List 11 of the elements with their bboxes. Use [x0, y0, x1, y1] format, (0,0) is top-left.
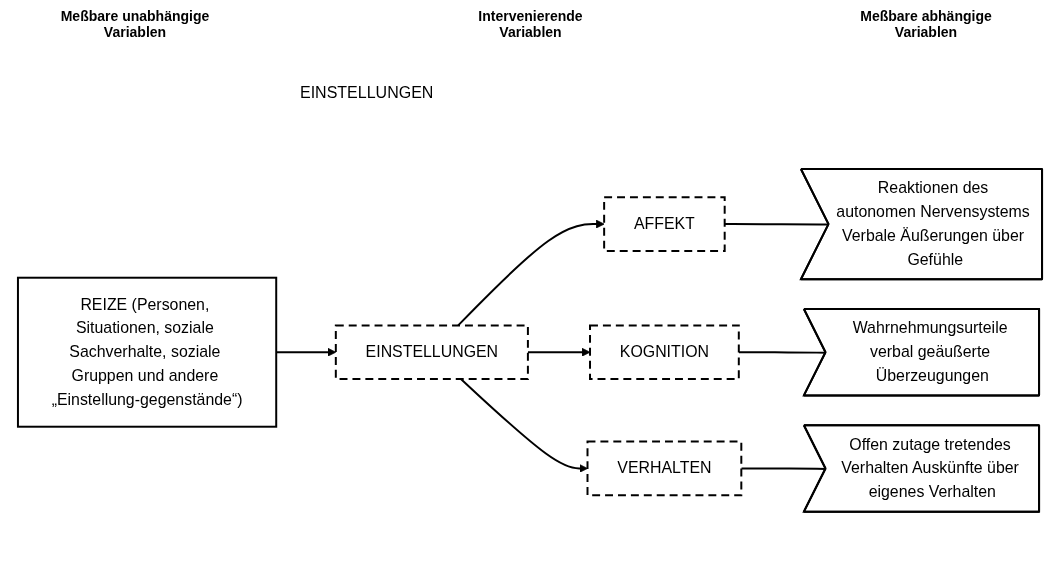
arrow — [457, 219, 605, 327]
column-heading: Intervenierende Variablen — [477, 8, 584, 42]
node-box: KOGNITION — [589, 324, 740, 380]
node-box: REIZE (Personen, Situationen, soziale Sachverhalte, soziale Gruppen und andere „Einstellung-gegenstände“) — [16, 276, 278, 428]
diagram-label: EINSTELLUNGEN — [300, 84, 434, 102]
node-box: EINSTELLUNGEN — [334, 324, 529, 380]
node-box: AFFEKT — [603, 195, 726, 252]
node-box: VERHALTEN — [586, 440, 743, 496]
arrow — [459, 377, 588, 473]
column-heading: Meßbare unabhängige Variablen — [60, 8, 210, 42]
column-heading: Meßbare abhängige Variablen — [859, 8, 993, 42]
